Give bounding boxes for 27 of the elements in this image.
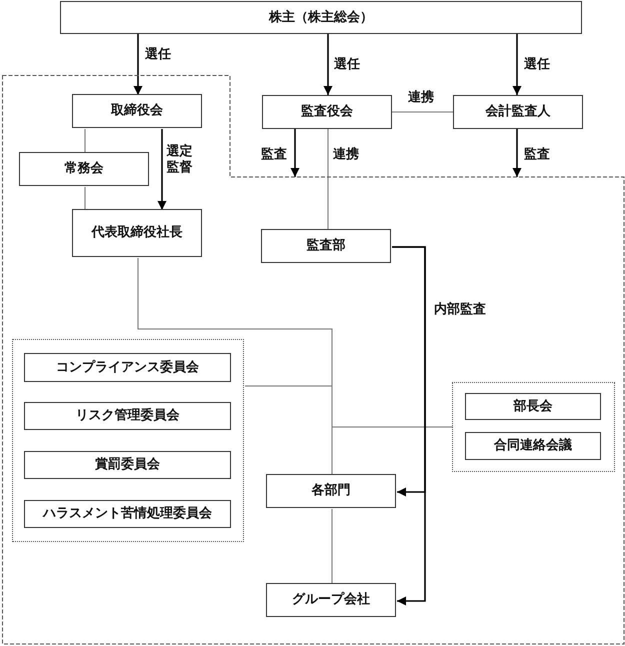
arrow xyxy=(324,34,332,95)
shareholder-box: 株主（株主総会） xyxy=(60,1,582,34)
connector-line xyxy=(84,128,86,154)
arrow xyxy=(392,246,426,606)
meeting-group xyxy=(452,382,615,472)
org-box: リスク管理委員会 xyxy=(24,402,231,430)
org-box: 合同連絡会議 xyxy=(465,432,601,460)
org-box: 監査部 xyxy=(261,229,391,263)
org-box: 会計監査人 xyxy=(453,95,583,129)
org-box: 部長会 xyxy=(465,393,601,420)
arrow xyxy=(158,129,166,210)
org-box: 取締役会 xyxy=(72,94,202,128)
committee-group xyxy=(12,339,244,542)
org-box: 常務会 xyxy=(19,152,149,186)
org-box: 監査役会 xyxy=(262,95,392,129)
org-box: コンプライアンス委員会 xyxy=(24,353,231,382)
org-box: 賞罰委員会 xyxy=(24,451,231,479)
org-box: グループ会社 xyxy=(266,583,396,617)
connector-line xyxy=(84,186,86,210)
arrow xyxy=(290,129,300,177)
org-box: 各部門 xyxy=(266,474,396,508)
arrow xyxy=(512,34,522,95)
arrow xyxy=(134,34,142,95)
arrow xyxy=(512,129,522,177)
org-box: ハラスメント苦情処理委員会 xyxy=(24,500,231,528)
edge-label: 選定監督 xyxy=(165,144,195,176)
org-box: 代表取締役社長 xyxy=(72,209,202,257)
